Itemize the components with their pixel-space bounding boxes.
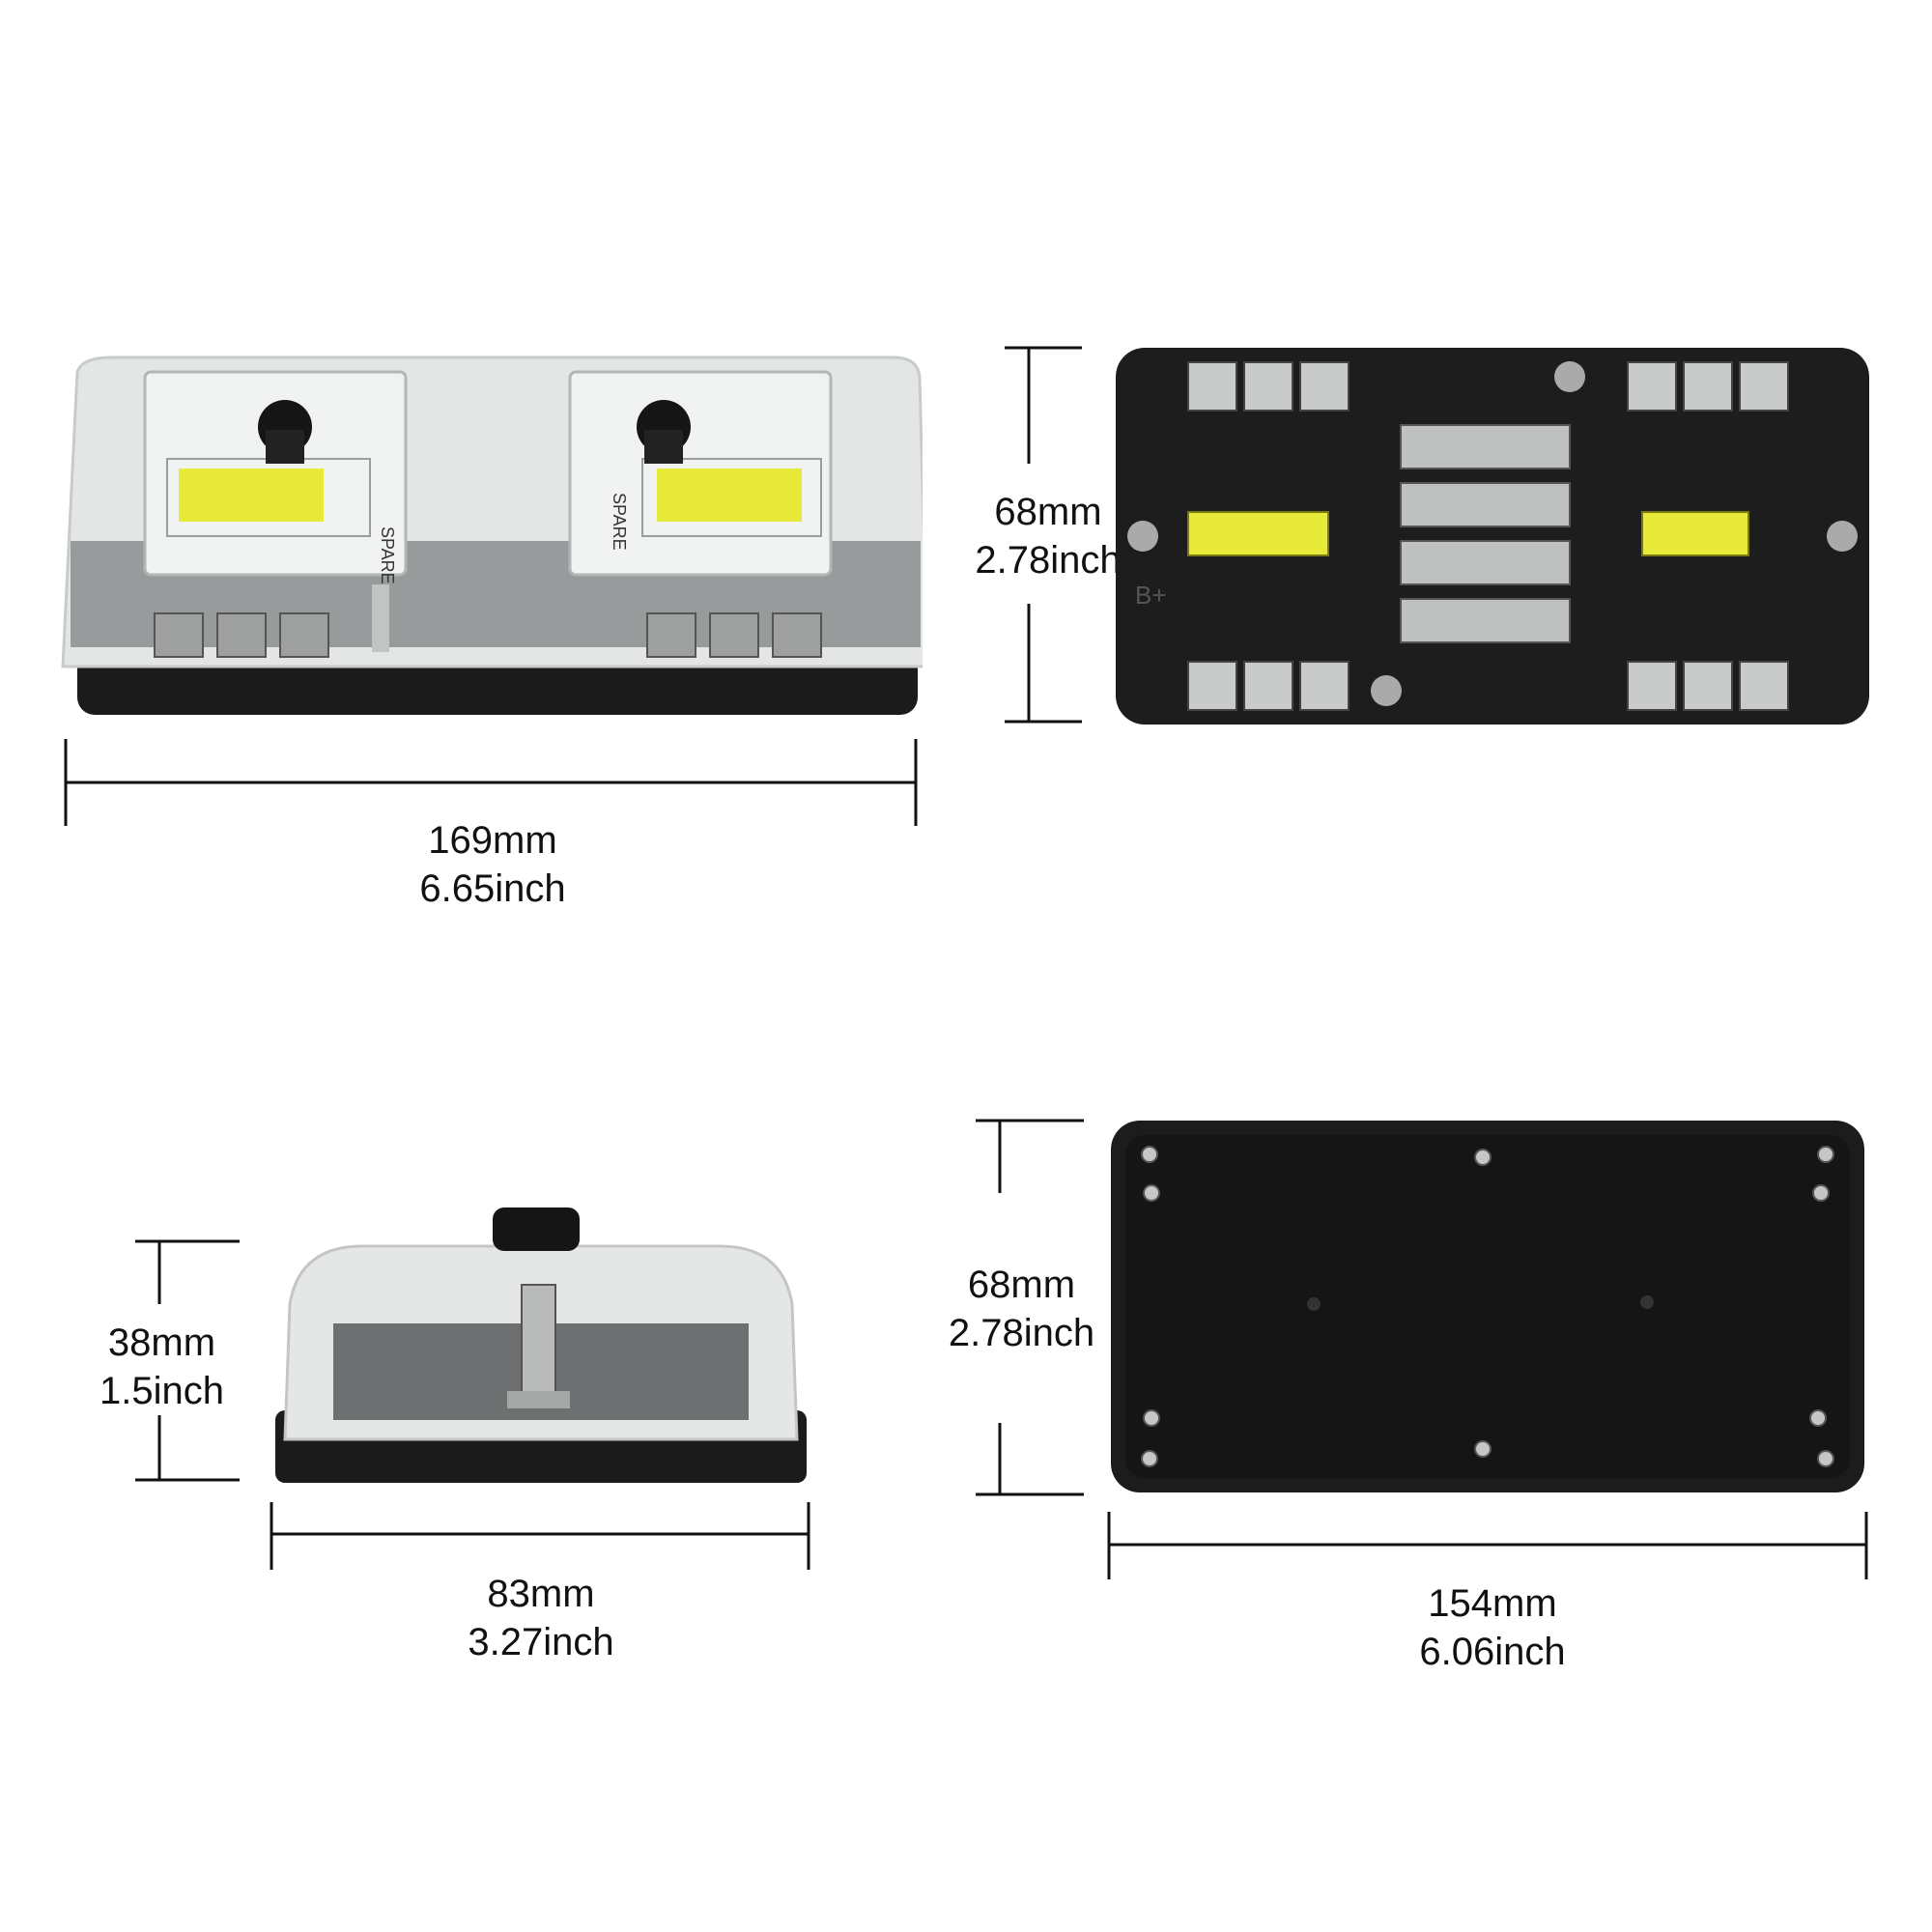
bottom-view-photo [1111, 1121, 1864, 1492]
stud-front [372, 584, 389, 652]
top-height-label: 68mm 2.78inch [942, 488, 1154, 584]
top-height-mm: 68mm [994, 491, 1102, 533]
side-view-photo [275, 1208, 807, 1488]
fuse-row-right [657, 469, 802, 522]
side-height-dimension-line [135, 1236, 242, 1488]
fuse-row-left [179, 469, 324, 522]
side-height-mm: 38mm [107, 1321, 216, 1364]
spare-label-left: SPARE [378, 526, 397, 584]
stud-right [1827, 521, 1858, 552]
top-housing [1116, 348, 1869, 724]
bottom-width-mm: 154mm [1428, 1582, 1557, 1625]
side-width-label: 83mm 3.27inch [425, 1570, 657, 1666]
b-plus-marking: B+ [1135, 581, 1167, 610]
bottom-height-dimension-line [976, 1116, 1087, 1502]
side-stud [521, 1284, 556, 1397]
stud-left [1127, 521, 1158, 552]
top-height-dimension-line [1005, 343, 1082, 729]
bus-bars [1400, 424, 1571, 643]
bottom-height-label: 68mm 2.78inch [913, 1261, 1130, 1357]
front-width-mm: 169mm [428, 819, 557, 862]
side-width-inch: 3.27inch [468, 1621, 614, 1663]
bottom-height-mm: 68mm [967, 1264, 1076, 1306]
side-width-dimension-line [266, 1502, 816, 1575]
bottom-height-inch: 2.78inch [948, 1312, 1095, 1354]
bottom-width-label: 154mm 6.06inch [1372, 1579, 1613, 1676]
side-knob [493, 1208, 580, 1251]
front-width-inch: 6.65inch [419, 867, 566, 910]
front-width-dimension-line [58, 739, 927, 836]
bottom-screws [1141, 1146, 1834, 1467]
side-width-mm: 83mm [487, 1573, 595, 1615]
top-terminals [1187, 361, 1789, 711]
terminals-front [154, 612, 822, 658]
bottom-width-dimension-line [1101, 1512, 1874, 1589]
spare-label-right: SPARE [610, 493, 629, 551]
front-view-photo: SPARE SPARE [53, 348, 923, 734]
top-height-inch: 2.78inch [975, 539, 1122, 582]
fuse-right [1641, 511, 1749, 556]
fuse-left [1187, 511, 1329, 556]
front-width-label: 169mm 6.65inch [328, 816, 657, 913]
top-view-photo: B+ [1116, 348, 1869, 724]
side-height-inch: 1.5inch [99, 1370, 224, 1412]
bottom-width-inch: 6.06inch [1419, 1631, 1566, 1673]
side-height-label: 38mm 1.5inch [77, 1319, 246, 1415]
